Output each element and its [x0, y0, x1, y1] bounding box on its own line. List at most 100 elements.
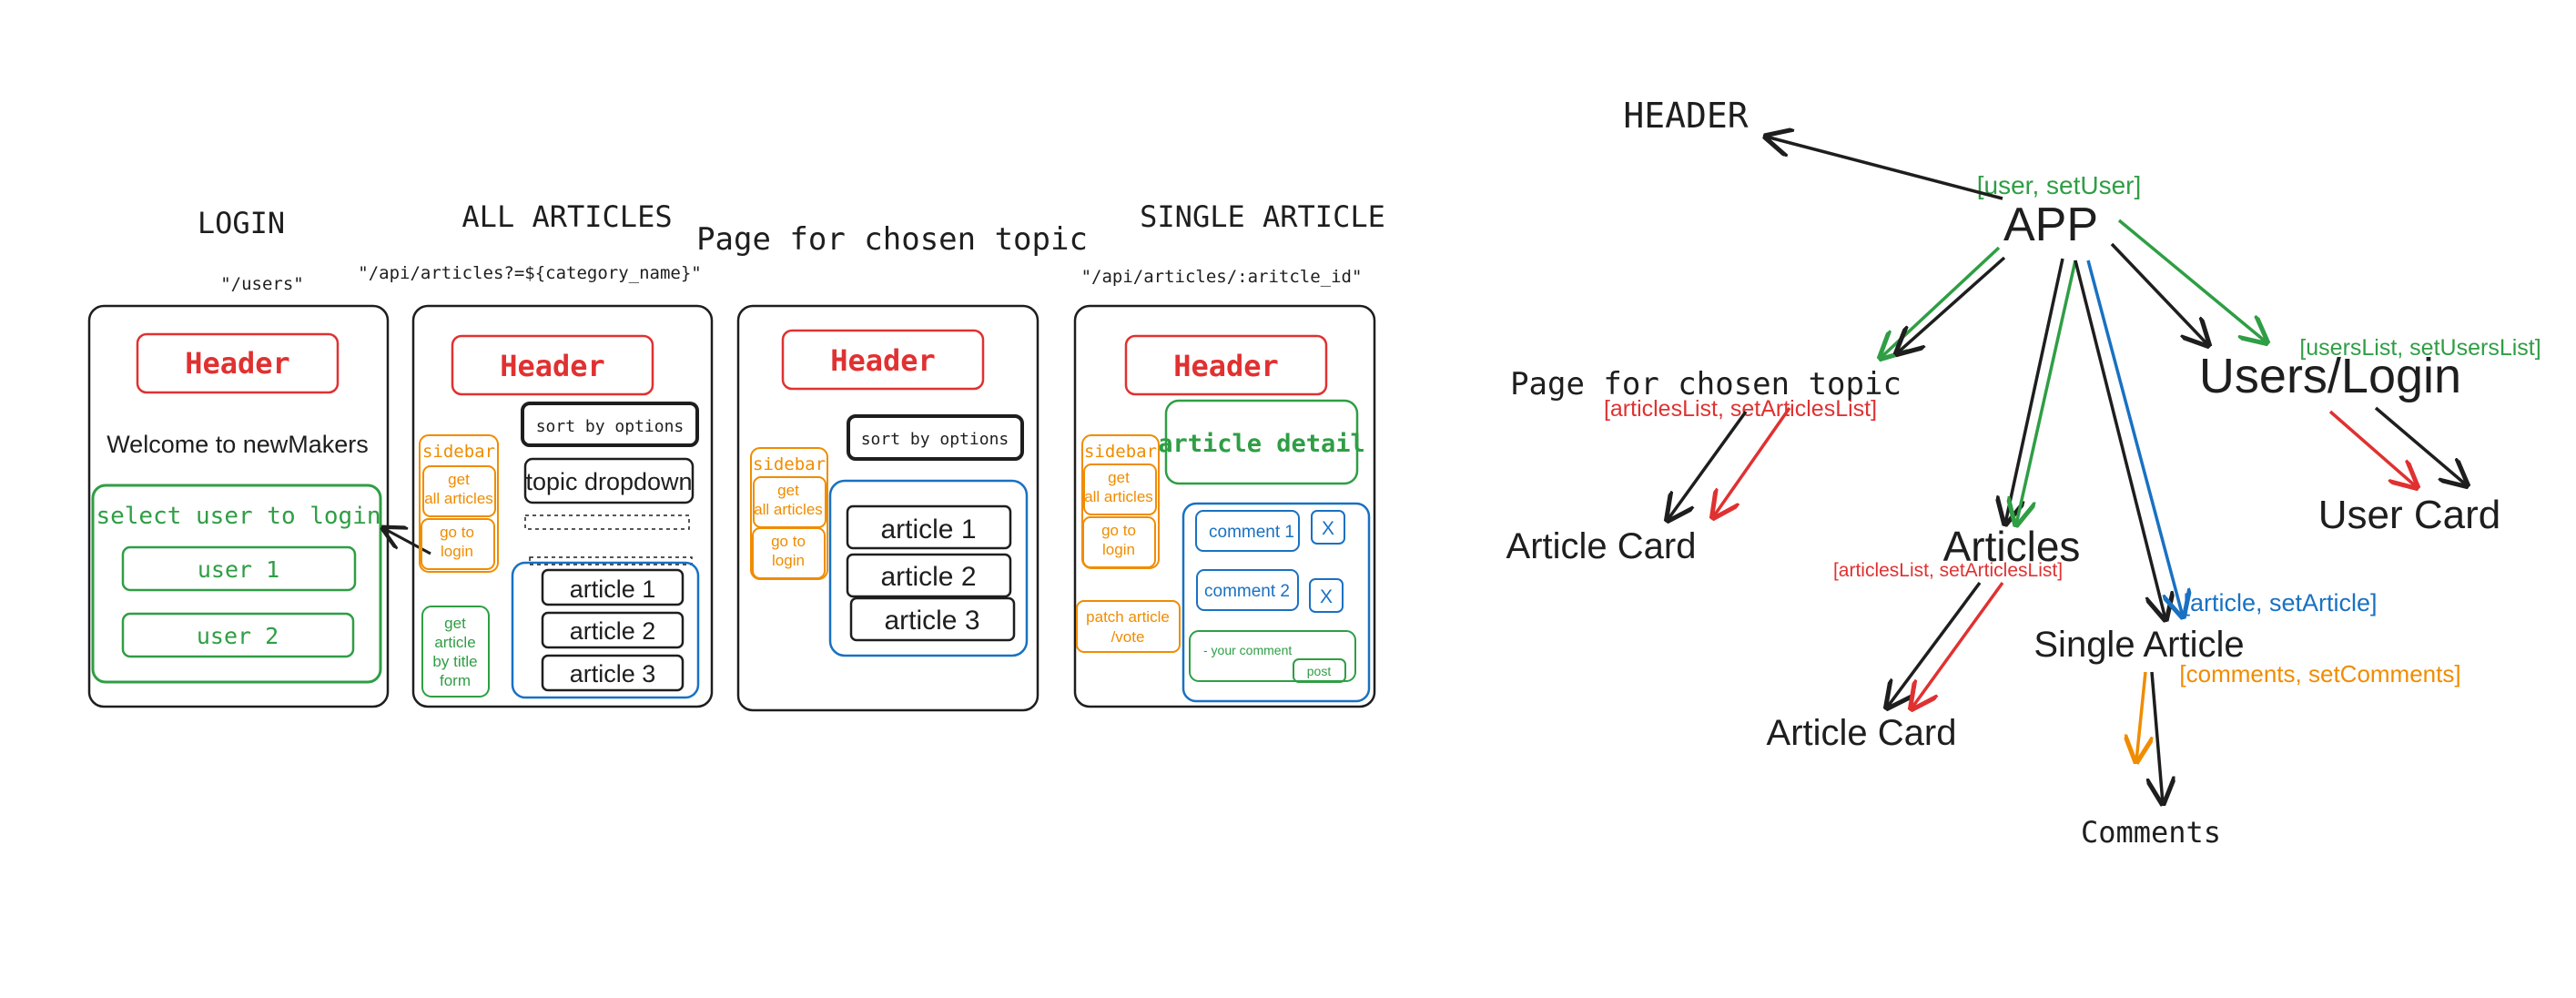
tree-comments-node: Comments: [2081, 815, 2221, 850]
chosen-topic-header-box[interactable]: [781, 329, 985, 391]
login-user-2-button[interactable]: [121, 612, 355, 658]
all-articles-sort-label: sort by options: [536, 417, 685, 436]
login-user-2-label: user 2: [197, 623, 279, 649]
arrow-app-to-articles-ink: [2005, 258, 2064, 524]
single-article-wireframe: SINGLE ARTICLE "/api/articles/:aritcle_i…: [1073, 199, 1385, 708]
all-articles-go-to-login-button[interactable]: [421, 518, 495, 570]
arrow-single-to-comments-ink: [2152, 671, 2163, 803]
topic-dropdown[interactable]: [523, 457, 695, 504]
login-title: LOGIN: [198, 206, 285, 240]
tree-users-node: Users/Login: [2199, 349, 2461, 403]
login-welcome-text: Welcome to newMakers: [106, 431, 369, 458]
login-header-box[interactable]: [136, 332, 340, 394]
arrow-topic-to-card-ink: [1668, 410, 1748, 520]
topic-dropdown-label: topic dropdown: [525, 468, 692, 495]
chosen-topic-header-label: Header: [830, 343, 936, 378]
tree-topic-page-node: Page for chosen topic: [1510, 366, 1902, 402]
single-article-sidebar-label: sidebar: [1084, 442, 1157, 462]
arrow-app-to-single-ink: [2074, 260, 2165, 619]
chosen-topic-sidebar-label: sidebar: [753, 454, 826, 474]
search-form-line3: by title: [432, 653, 477, 670]
chosen-topic-article-card-1[interactable]: [846, 504, 1012, 550]
tree-topic-article-card: Article Card: [1506, 526, 1697, 566]
all-articles-article-card-1[interactable]: [541, 568, 685, 606]
comment-card-1: [1195, 510, 1300, 552]
comment-card-2: [1196, 569, 1299, 611]
delete-comment-2-button[interactable]: [1309, 578, 1344, 613]
post-comment-label: post: [1307, 664, 1332, 678]
login-page-frame: [87, 304, 390, 708]
get-article-by-title-form[interactable]: [421, 606, 490, 698]
all-articles-title: ALL ARTICLES: [461, 199, 672, 234]
all-articles-go-login-line1: go to: [440, 524, 474, 541]
delete-comment-1-button[interactable]: [1311, 510, 1345, 545]
dropdown-option-placeholder[interactable]: [529, 556, 693, 565]
single-article-header-label: Header: [1173, 349, 1279, 383]
chosen-topic-wireframe: Page for chosen topic Header sort by opt…: [696, 221, 1088, 712]
tree-single-article-node: Single Article: [2033, 625, 2244, 665]
chosen-topic-article-card-2[interactable]: [846, 553, 1012, 598]
chosen-topic-sort-select[interactable]: [847, 414, 1024, 461]
chosen-topic-get-all-line1: get: [777, 482, 799, 499]
all-articles-get-all-button[interactable]: [422, 465, 496, 517]
single-article-go-to-login-button[interactable]: [1082, 516, 1156, 568]
search-form-line1: get: [444, 615, 466, 632]
single-article-header-box[interactable]: [1124, 334, 1328, 396]
login-select-prompt: select user to login: [96, 503, 380, 530]
chosen-topic-article-3-label: article 3: [884, 606, 979, 636]
tree-users-state: [usersList, setUsersList]: [2299, 335, 2541, 361]
single-article-go-login-line2: login: [1102, 541, 1135, 558]
arrow-single-to-comments-orange: [2136, 671, 2145, 761]
all-articles-article-1-label: article 1: [570, 575, 656, 603]
arrow-topic-to-card-red: [1713, 406, 1791, 517]
tree-header-node: HEADER: [1623, 96, 1748, 136]
all-articles-page-frame: [411, 304, 714, 708]
comment-2-label: comment 2: [1204, 582, 1290, 601]
all-articles-route: "/api/articles?=${category_name}": [358, 263, 702, 283]
chosen-topic-go-to-login-button[interactable]: [752, 527, 826, 579]
login-user-select-panel: [91, 484, 382, 684]
all-articles-go-login-line2: login: [441, 543, 473, 560]
single-article-route: "/api/articles/:aritcle_id": [1081, 267, 1363, 287]
tree-articles-article-card: Article Card: [1767, 713, 1957, 753]
patch-article-vote-button[interactable]: [1076, 600, 1181, 653]
new-comment-form: [1189, 630, 1356, 682]
search-form-line4: form: [440, 672, 471, 689]
all-articles-sidebar: [419, 434, 499, 573]
all-articles-article-card-2[interactable]: [541, 611, 685, 649]
arrow-app-to-single-blue: [2086, 260, 2183, 616]
chosen-topic-sort-label: sort by options: [861, 430, 1009, 449]
post-comment-button[interactable]: [1293, 658, 1346, 683]
login-route: "/users": [220, 274, 304, 294]
article-detail-panel: [1164, 399, 1359, 485]
arrow-users-to-card-red: [2328, 410, 2417, 487]
chosen-topic-go-login-line2: login: [772, 552, 805, 569]
all-articles-list: [511, 561, 700, 699]
chosen-topic-article-card-3[interactable]: [849, 596, 1016, 642]
login-header-label: Header: [185, 346, 290, 381]
all-articles-article-card-3[interactable]: [541, 654, 685, 692]
single-article-page-frame: [1073, 304, 1376, 708]
search-form-line2: article: [434, 634, 475, 651]
arrow-app-to-topic-ink: [1897, 256, 2006, 353]
tree-app-node: APP: [2003, 199, 2098, 251]
arrow-users-to-card-ink: [2374, 406, 2467, 485]
arrow-app-to-topic-green: [1881, 246, 2001, 358]
arrow-articles-to-card-red: [1912, 581, 2004, 708]
all-articles-header-box[interactable]: [451, 334, 654, 396]
chosen-topic-article-2-label: article 2: [880, 562, 976, 592]
login-user-1-button[interactable]: [121, 545, 357, 592]
single-article-get-all-button[interactable]: [1083, 463, 1157, 515]
dropdown-option-placeholder[interactable]: [524, 514, 690, 530]
arrow-articles-to-card-ink: [1887, 581, 1982, 708]
login-user-1-label: user 1: [198, 556, 279, 583]
chosen-topic-title: Page for chosen topic: [696, 221, 1088, 258]
arrow-app-to-header: [1766, 137, 2003, 200]
all-articles-article-2-label: article 2: [570, 617, 656, 645]
all-articles-sort-select[interactable]: [521, 402, 699, 447]
new-comment-input[interactable]: - your comment: [1203, 643, 1292, 657]
all-articles-wireframe: ALL ARTICLES "/api/articles?=${category_…: [358, 199, 714, 708]
tree-articles-node: Articles: [1943, 523, 2081, 570]
all-articles-get-all-line2: all articles: [424, 490, 493, 507]
